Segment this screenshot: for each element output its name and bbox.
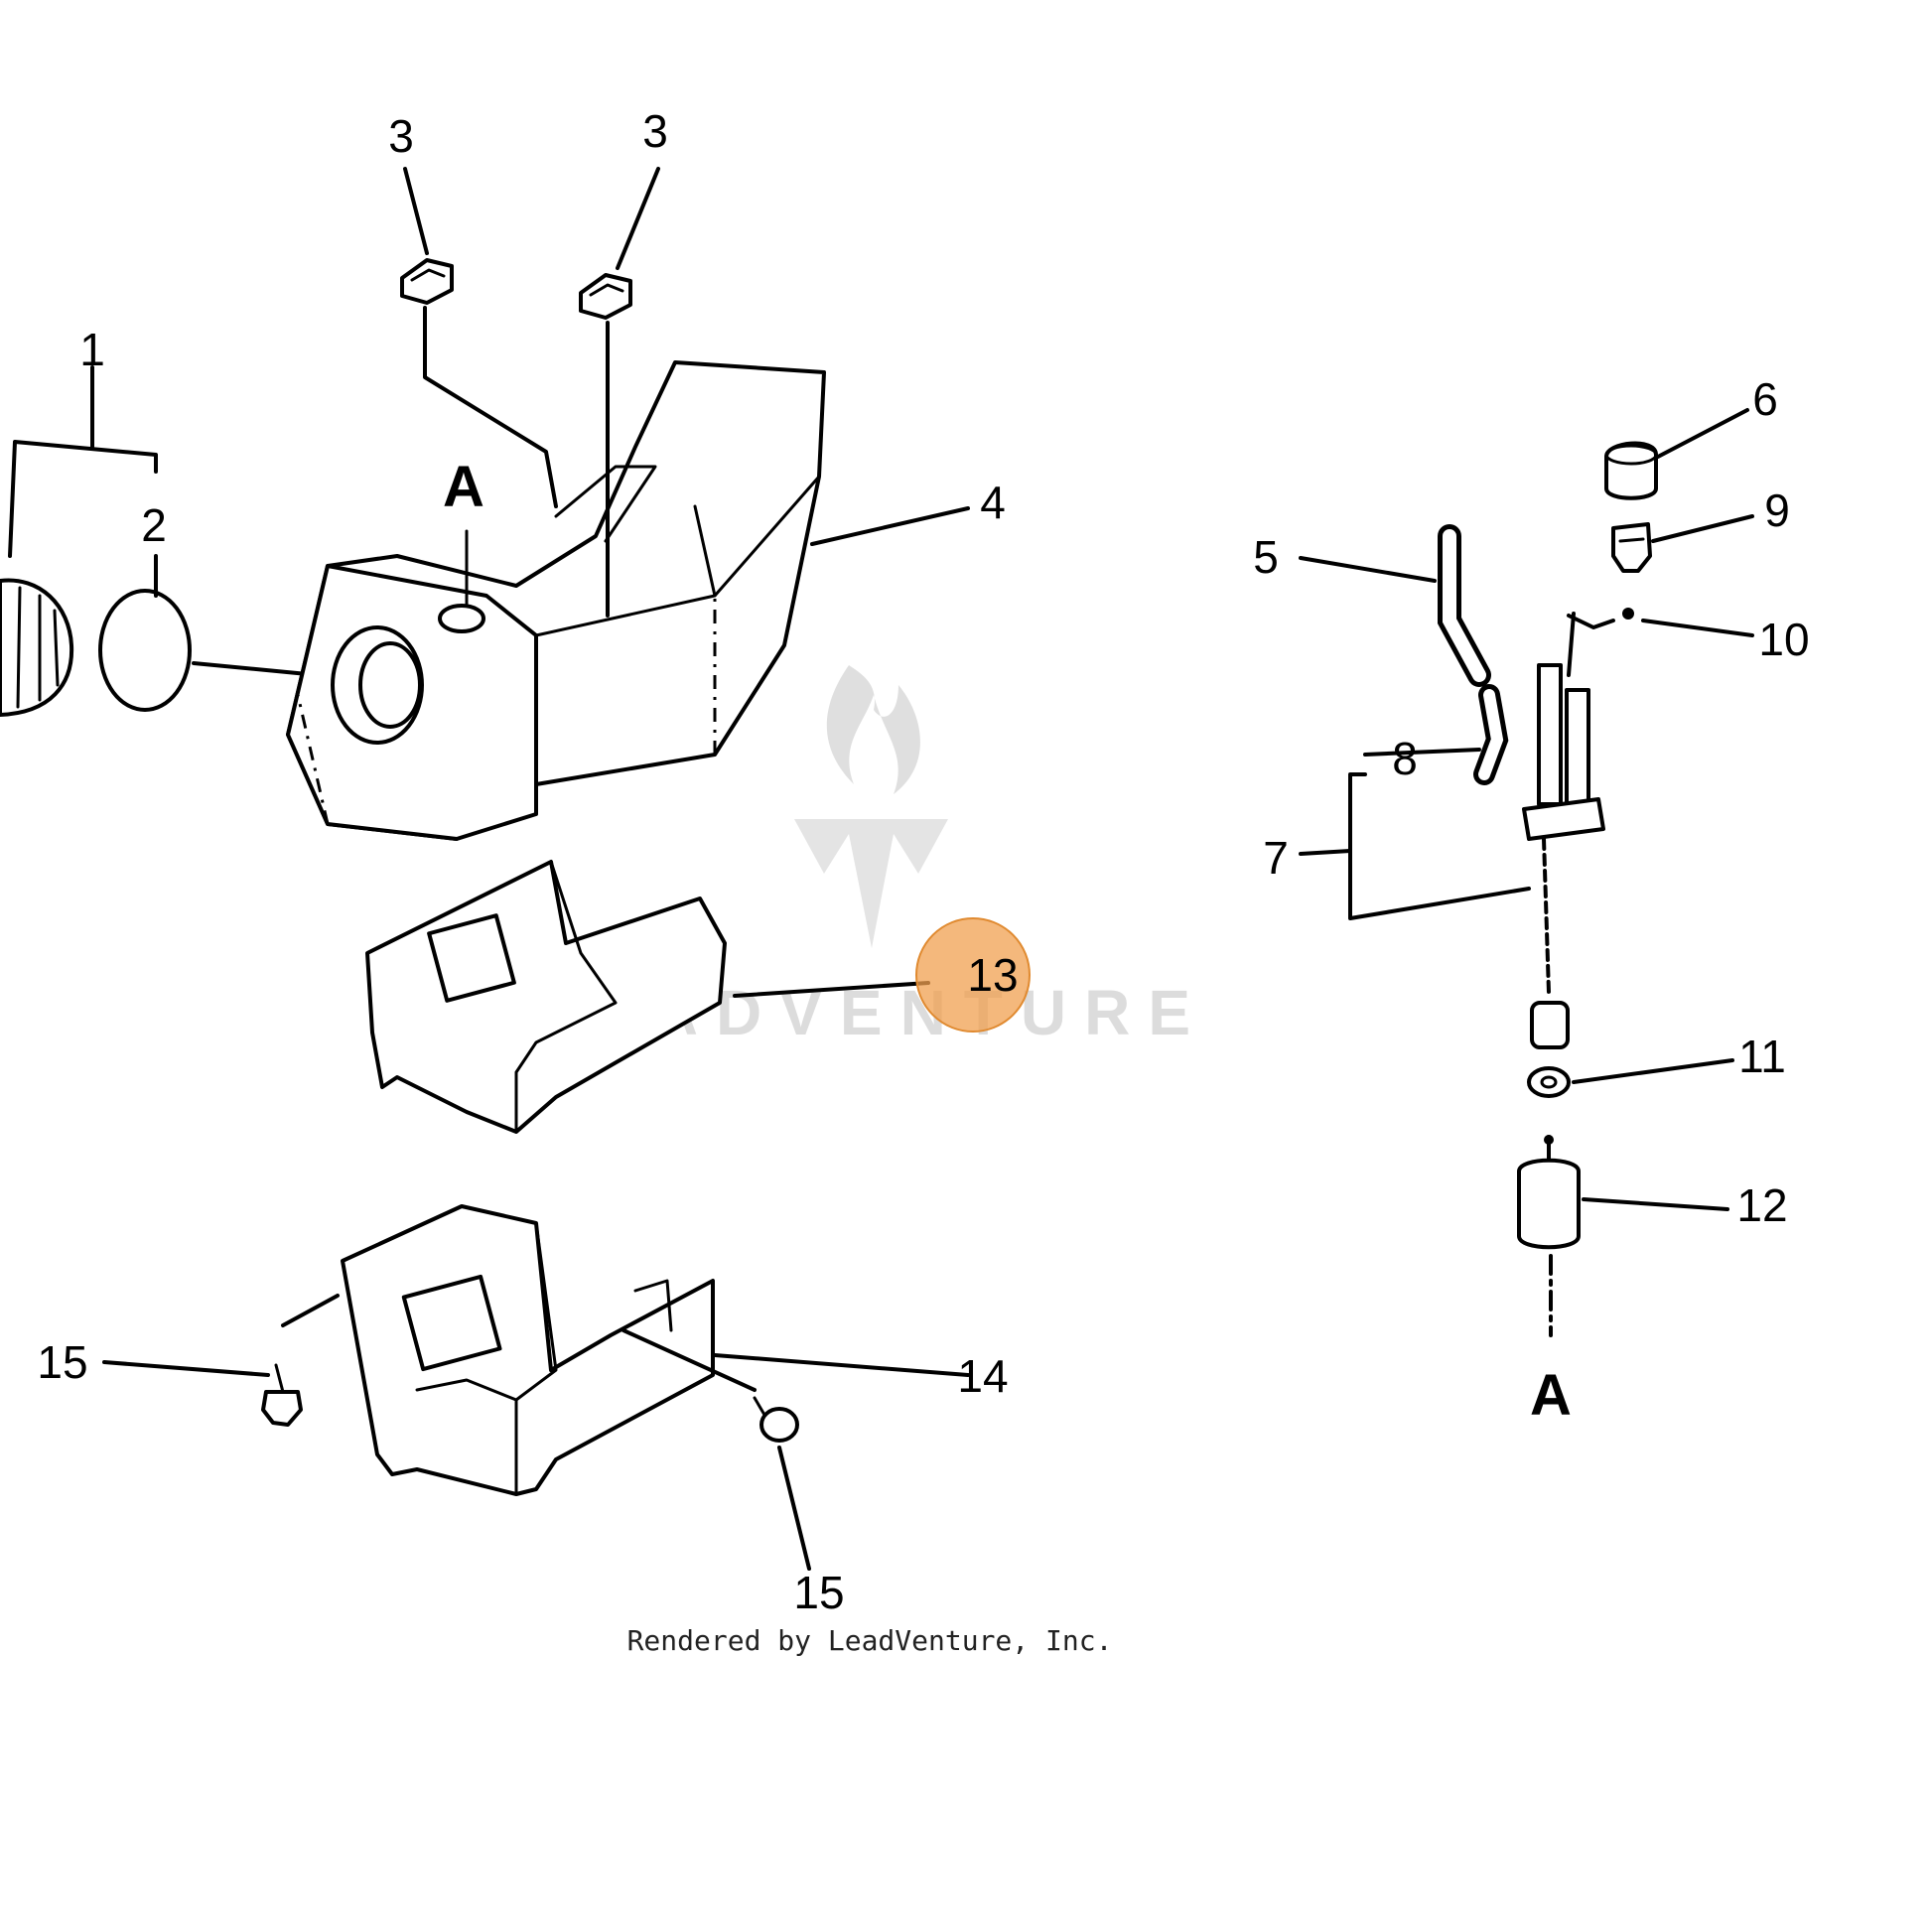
callout-14[interactable]: 14 bbox=[957, 1350, 1008, 1402]
callout-11[interactable]: 11 bbox=[1738, 1031, 1786, 1082]
vent-cap-part bbox=[1604, 441, 1658, 500]
leader-4 bbox=[810, 506, 970, 546]
highlight-13[interactable] bbox=[915, 917, 1031, 1033]
valve-part bbox=[1611, 522, 1652, 573]
callout-7[interactable]: 7 bbox=[1263, 832, 1289, 884]
bracket-1 bbox=[8, 365, 158, 598]
leader-15b bbox=[621, 1328, 811, 1571]
leader-7 bbox=[1299, 849, 1352, 856]
leader-2 bbox=[192, 661, 320, 677]
callout-3b[interactable]: 3 bbox=[642, 105, 668, 157]
washer-part bbox=[1527, 1066, 1571, 1098]
connector-a-filter: A bbox=[1530, 1363, 1572, 1428]
leader-6 bbox=[1656, 408, 1749, 459]
grommet-left-part bbox=[400, 258, 454, 305]
heat-shield-upper-part bbox=[365, 860, 727, 1134]
heat-shield-lower-part bbox=[341, 1204, 715, 1496]
screw-right-part bbox=[753, 1396, 799, 1443]
callout-9[interactable]: 9 bbox=[1764, 484, 1790, 536]
leader-14 bbox=[713, 1353, 970, 1377]
callout-10[interactable]: 10 bbox=[1758, 614, 1809, 665]
callout-4[interactable]: 4 bbox=[980, 477, 1006, 528]
gasket-part bbox=[98, 589, 192, 712]
fuel-tank-part bbox=[286, 360, 826, 841]
callout-1[interactable]: 1 bbox=[79, 324, 105, 375]
leader-5 bbox=[1299, 556, 1437, 583]
callout-5[interactable]: 5 bbox=[1253, 531, 1279, 583]
screw-left-part bbox=[261, 1363, 303, 1427]
callout-3a[interactable]: 3 bbox=[388, 110, 414, 162]
leader-9 bbox=[1651, 514, 1754, 543]
leader-10 bbox=[1641, 619, 1754, 637]
pickup-assembly-part bbox=[1522, 663, 1605, 1049]
bracket-7 bbox=[1348, 772, 1531, 920]
fuel-cap-part bbox=[0, 578, 74, 717]
callout-13[interactable]: 13 bbox=[967, 949, 1018, 1001]
filter-part bbox=[1517, 1135, 1581, 1250]
leader-10-dash bbox=[1567, 612, 1615, 677]
watermark-v-icon bbox=[794, 819, 948, 948]
connector-a-tank: A bbox=[443, 455, 484, 519]
leader-15a-dash bbox=[281, 1294, 340, 1327]
callout-2[interactable]: 2 bbox=[141, 499, 167, 551]
callout-15b[interactable]: 15 bbox=[793, 1567, 844, 1618]
leader-3a bbox=[403, 167, 558, 508]
leader-12 bbox=[1582, 1197, 1729, 1211]
callout-12[interactable]: 12 bbox=[1736, 1179, 1787, 1231]
leader-3b bbox=[606, 167, 660, 618]
grommet-right-part bbox=[579, 273, 632, 320]
callout-8[interactable]: 8 bbox=[1392, 733, 1418, 784]
leader-13 bbox=[733, 981, 930, 998]
bead-part bbox=[1622, 608, 1634, 620]
callout-15a[interactable]: 15 bbox=[37, 1336, 87, 1388]
leader-15a bbox=[102, 1360, 270, 1377]
watermark-flame-icon bbox=[826, 665, 920, 794]
callout-6[interactable]: 6 bbox=[1752, 373, 1778, 425]
credit-text: Rendered by LeadVenture, Inc. bbox=[627, 1624, 1113, 1657]
leader-8 bbox=[1363, 748, 1481, 757]
leader-11 bbox=[1572, 1058, 1734, 1084]
